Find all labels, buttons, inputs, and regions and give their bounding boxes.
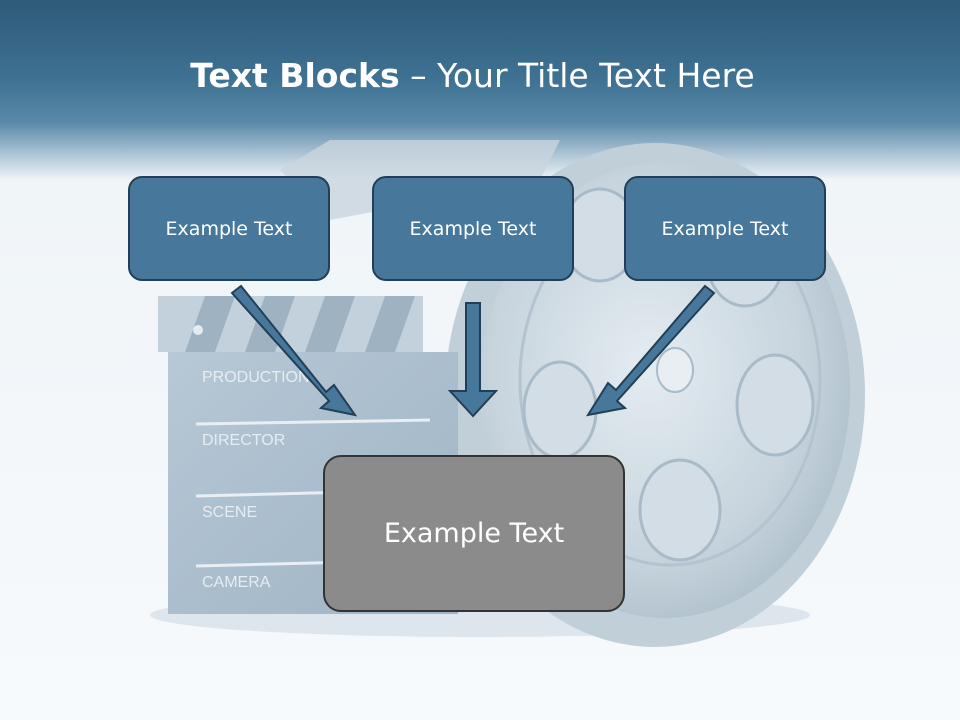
- text-block-1-label: Example Text: [165, 217, 293, 240]
- title-light: Your Title Text Here: [437, 56, 755, 95]
- arrow-left: [230, 284, 358, 417]
- clapper-row-camera: CAMERA: [202, 574, 271, 591]
- text-block-2-label: Example Text: [409, 217, 537, 240]
- title-dash: –: [399, 56, 438, 95]
- clapper-row-production: PRODUCTION: [202, 369, 310, 386]
- text-block-2[interactable]: Example Text: [372, 176, 574, 281]
- page-title: Text Blocks – Your Title Text Here: [0, 52, 945, 100]
- title-bold: Text Blocks: [190, 56, 400, 95]
- arrow-center: [447, 302, 499, 418]
- arrow-right: [585, 284, 716, 417]
- text-block-3-label: Example Text: [661, 217, 789, 240]
- main-text-block[interactable]: Example Text: [323, 455, 625, 612]
- clapper-row-director: DIRECTOR: [202, 432, 285, 449]
- main-text-block-label: Example Text: [383, 518, 565, 549]
- text-block-3[interactable]: Example Text: [624, 176, 826, 281]
- clapper-row-scene: SCENE: [202, 504, 257, 521]
- text-block-1[interactable]: Example Text: [128, 176, 330, 281]
